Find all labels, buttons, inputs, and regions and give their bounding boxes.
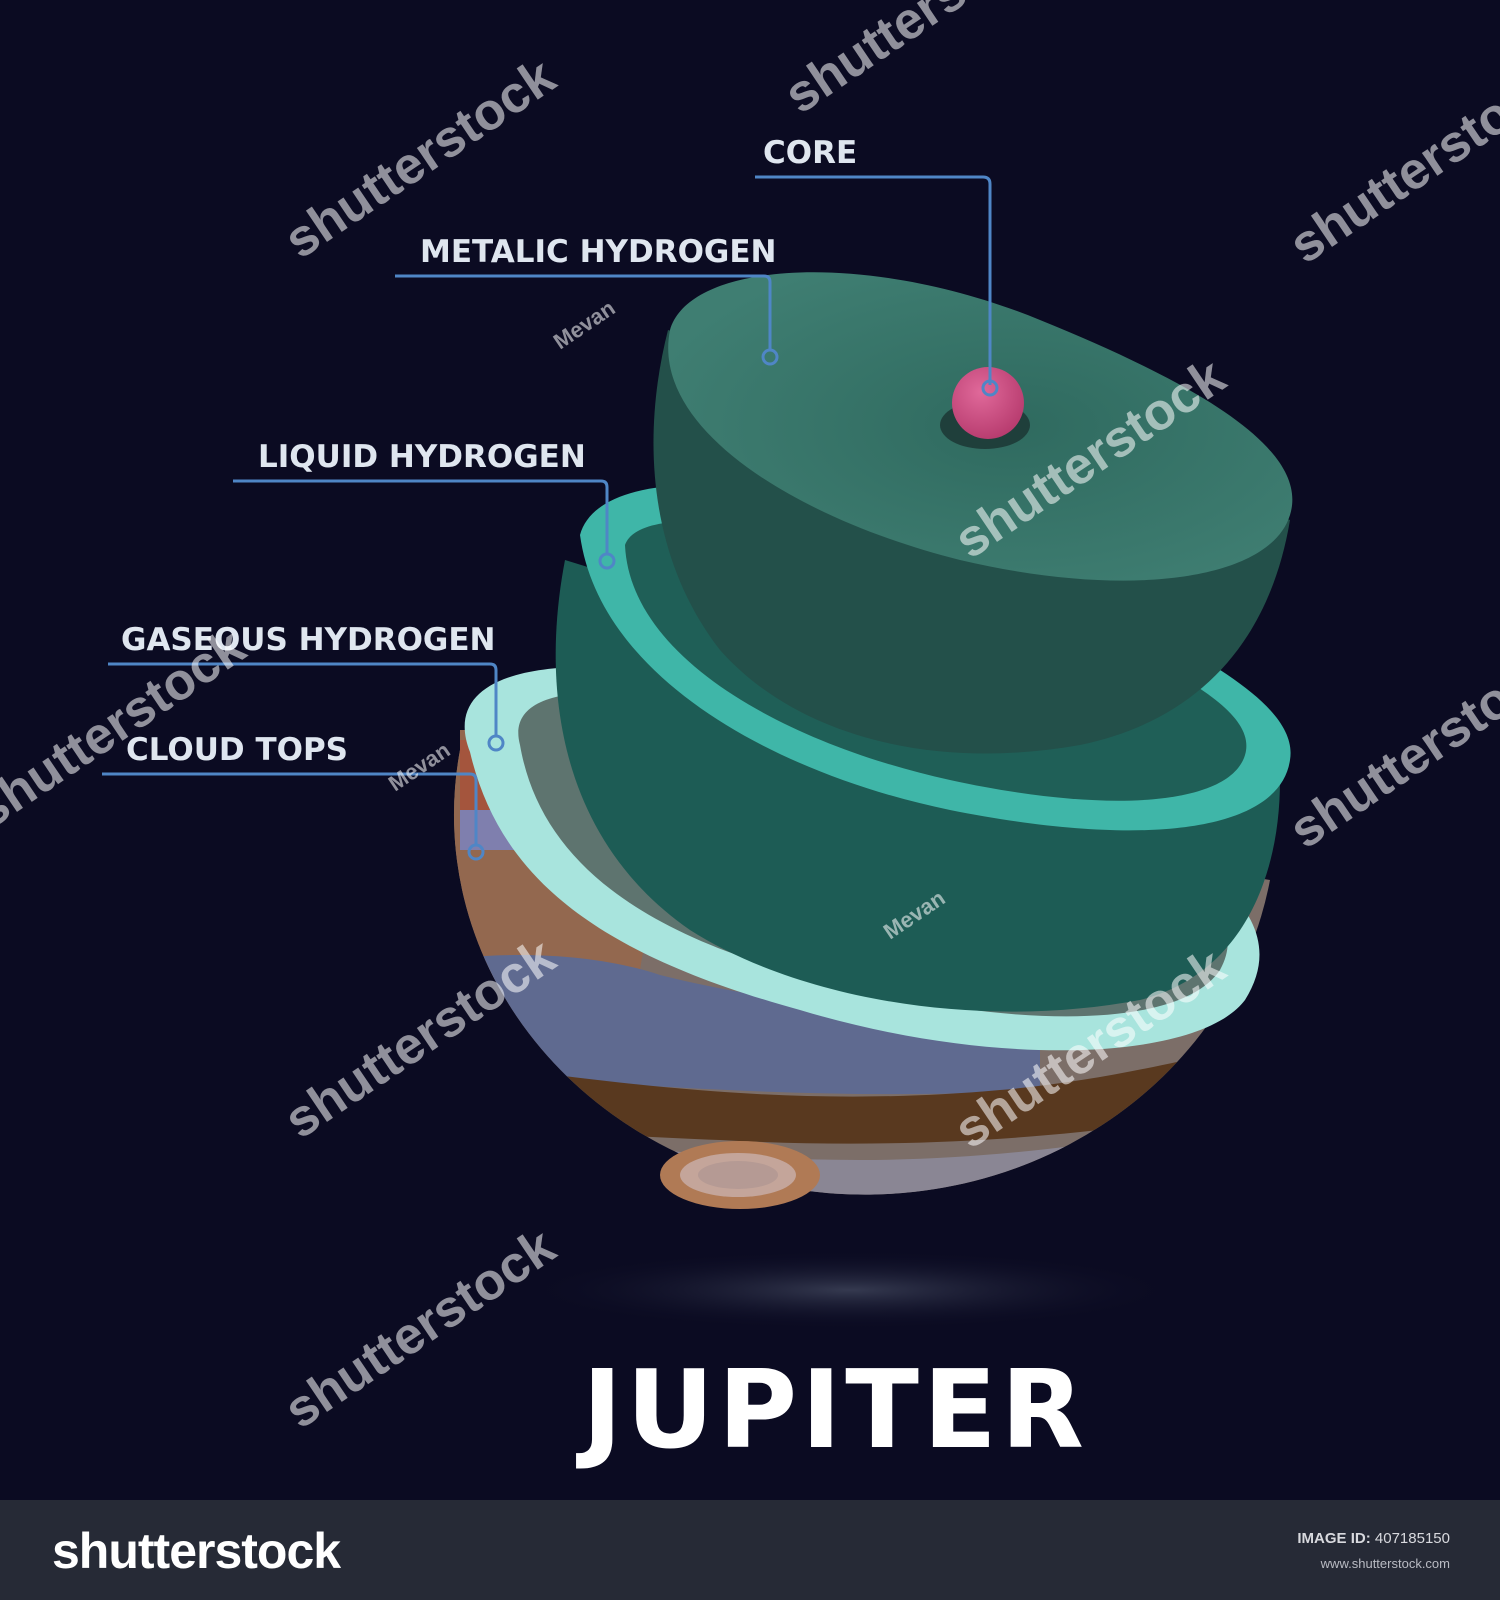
watermark-brand-7: shutterstock [1279, 637, 1500, 860]
metallic-leader [395, 274, 772, 350]
cloud-tops-label: CLOUD TOPS [126, 732, 348, 768]
core-sphere [952, 367, 1024, 439]
watermark-brand-8: shutterstock [774, 0, 1065, 125]
planet-glow [520, 1250, 1180, 1330]
core-label: CORE [763, 135, 857, 171]
gaseous-hydrogen-label: GASEOUS HYDROGEN [121, 622, 496, 658]
core-leader [755, 175, 992, 385]
liquid-hydrogen-label: LIQUID HYDROGEN [258, 439, 586, 475]
image-id: IMAGE ID: 407185150 [1297, 1530, 1450, 1547]
watermark-author-1: Mevan [549, 295, 620, 354]
watermark-author-2: Mevan [384, 737, 455, 796]
watermark-brand-3: shutterstock [274, 927, 565, 1150]
footer-logo: shutterstock [52, 1523, 341, 1579]
gaseous-leader [108, 662, 498, 736]
watermark-brand-5: shutterstock [274, 1217, 565, 1440]
watermark-brand-6: shutterstock [1279, 52, 1500, 275]
liquid-leader-dot [598, 552, 616, 570]
metallic-leader-dot [761, 348, 779, 366]
cloud-leader-dot [467, 843, 485, 861]
core-leader-dot [981, 379, 999, 397]
footer-url: www.shutterstock.com [1320, 1556, 1450, 1571]
page-title: JUPITER [575, 1348, 1088, 1473]
footer-bar: shutterstock IMAGE ID: 407185150 www.shu… [0, 1500, 1500, 1600]
metallic-hydrogen-label: METALIC HYDROGEN [420, 234, 777, 270]
great-red-spot-center [698, 1161, 778, 1189]
diagram-canvas: CORE METALIC HYDROGEN LIQUID HYDROGEN GA… [0, 0, 1500, 1473]
jupiter-diagram: CORE METALIC HYDROGEN LIQUID HYDROGEN GA… [0, 0, 1500, 1473]
cloud-leader [102, 772, 478, 845]
image-id-label: IMAGE ID: [1297, 1530, 1371, 1547]
leader-lines [102, 175, 999, 861]
liquid-leader [233, 479, 609, 554]
top-hemisphere [653, 272, 1293, 754]
gaseous-leader-dot [487, 734, 505, 752]
image-id-value: 407185150 [1374, 1530, 1450, 1547]
